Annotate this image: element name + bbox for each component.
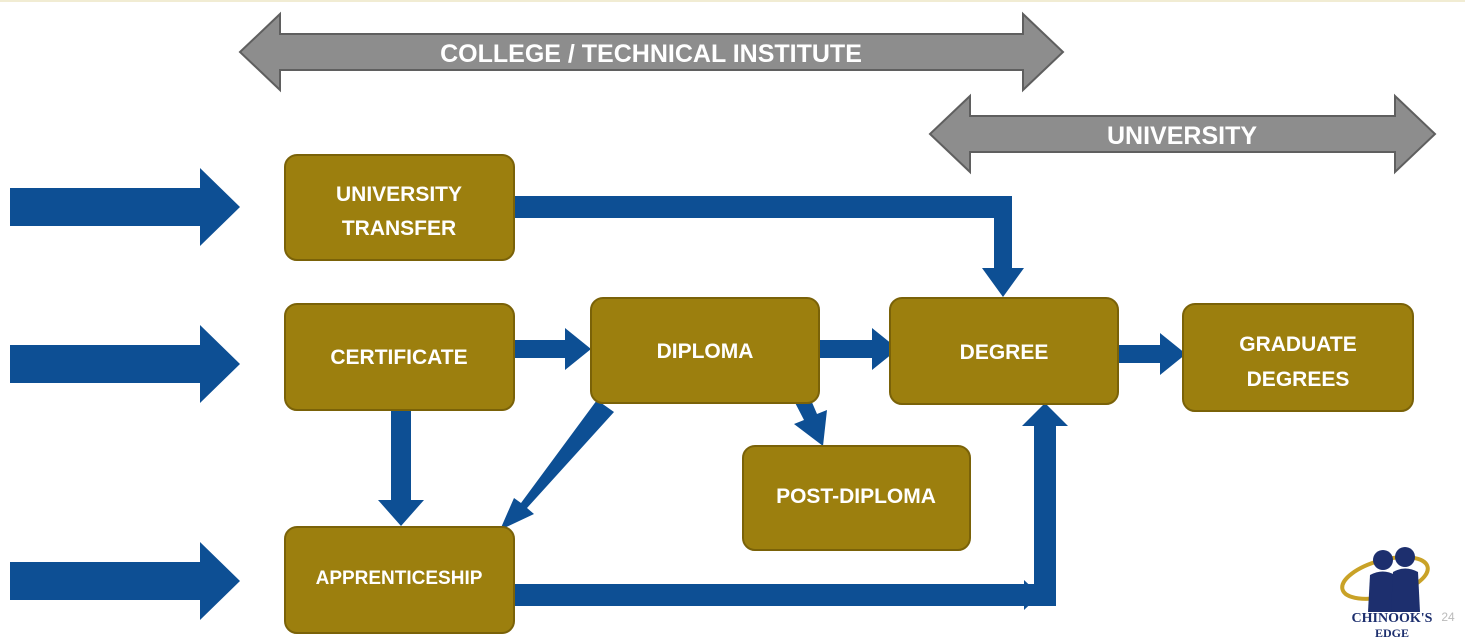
box-graduate-degrees: GRADUATE DEGREES [1182, 303, 1414, 412]
box-diploma: DIPLOMA [590, 297, 820, 404]
connector-degree-to-graduate [1118, 333, 1186, 375]
box-graduate-degrees-line2: DEGREES [1247, 368, 1350, 391]
logo-line2: EDGE [1375, 626, 1409, 640]
connector-diploma-to-apprenticeship [500, 400, 614, 530]
connector-certificate-to-diploma [514, 328, 591, 370]
connector-transfer-to-degree [514, 196, 1024, 297]
box-graduate-degrees-line1: GRADUATE [1239, 333, 1356, 356]
box-post-diploma: POST-DIPLOMA [742, 445, 971, 551]
box-university-transfer-line1: UNIVERSITY [336, 183, 462, 206]
box-certificate-label: CERTIFICATE [330, 346, 467, 369]
entry-arrow-top [10, 168, 240, 246]
connector-diploma-to-degree [818, 328, 898, 370]
box-post-diploma-label: POST-DIPLOMA [776, 485, 936, 508]
connector-apprenticeship-to-degree [514, 403, 1068, 606]
university-band-arrow [928, 93, 1437, 175]
box-apprenticeship: APPRENTICESHIP [284, 526, 515, 634]
page-number: 24 [1441, 610, 1455, 624]
college-band-arrow [238, 11, 1065, 93]
college-band-label: COLLEGE / TECHNICAL INSTITUTE [440, 40, 862, 68]
chinooks-edge-logo: CHINOOK'S EDGE 24 [1340, 547, 1455, 640]
connector-diploma-to-postdiploma [790, 393, 827, 446]
top-border [0, 0, 1465, 2]
box-university-transfer: UNIVERSITY TRANSFER [284, 154, 515, 261]
box-certificate: CERTIFICATE [284, 303, 515, 411]
box-degree: DEGREE [889, 297, 1119, 405]
entry-arrow-middle [10, 325, 240, 403]
connector-apprenticeship-tip [1024, 580, 1040, 610]
box-university-transfer-line2: TRANSFER [342, 217, 456, 240]
university-band-label: UNIVERSITY [1107, 122, 1257, 150]
entry-arrow-bottom [10, 542, 240, 620]
box-apprenticeship-label: APPRENTICESHIP [316, 568, 483, 589]
box-diploma-label: DIPLOMA [657, 340, 754, 363]
connector-certificate-to-apprenticeship [378, 410, 424, 526]
logo-line1: CHINOOK'S [1352, 611, 1433, 626]
box-degree-label: DEGREE [960, 341, 1049, 364]
